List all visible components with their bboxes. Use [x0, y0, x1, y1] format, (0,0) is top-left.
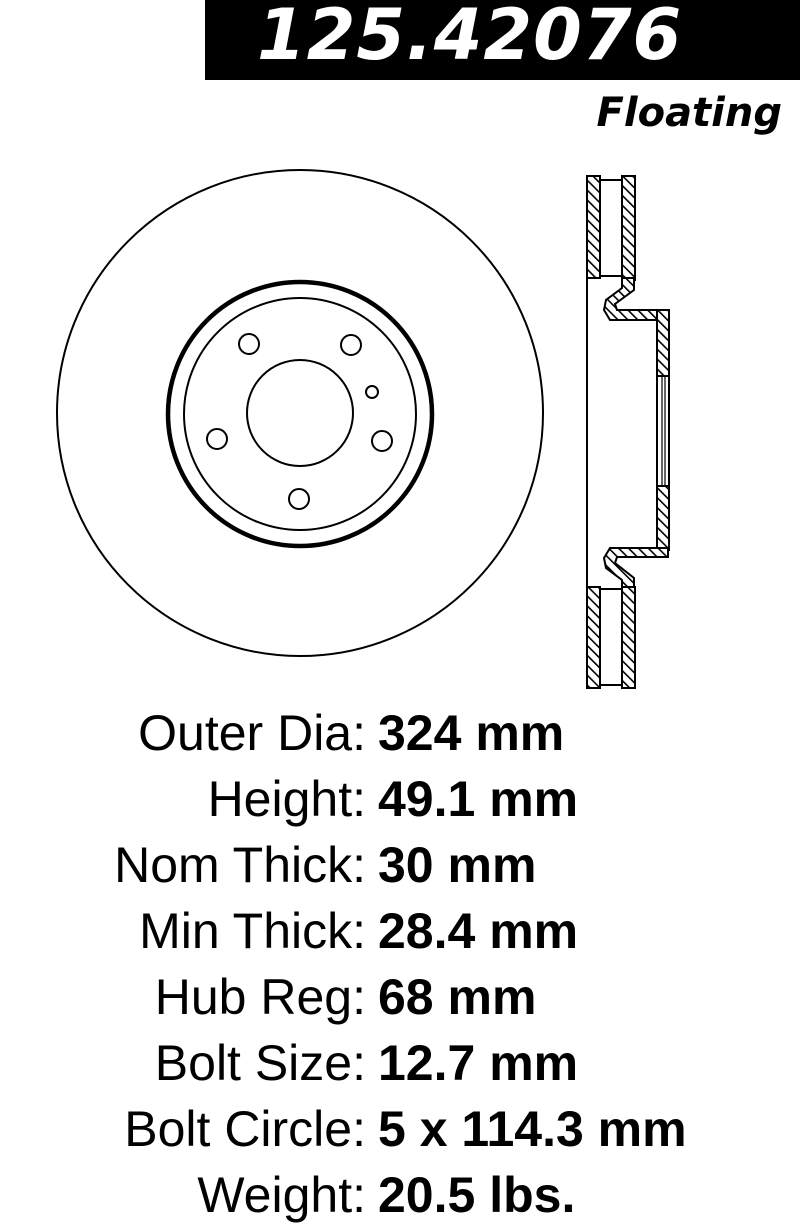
spec-value: 20.5 lbs. [378, 1167, 576, 1223]
spec-value: 28.4 mm [378, 903, 579, 959]
spec-row-weight: Weight: 20.5 lbs. [0, 1162, 800, 1228]
spec-label: Hub Reg: [154, 969, 366, 1025]
spec-label: Bolt Circle: [124, 1101, 366, 1157]
rotor-front-view [56, 169, 544, 657]
center-bore [246, 359, 354, 467]
spec-row-hub-reg: Hub Reg: 68 mm [0, 964, 800, 1030]
locator-hole [365, 385, 379, 399]
bottom-outer-plate [586, 586, 601, 689]
mount-type-label: Floating [596, 90, 782, 136]
bolt-hole [288, 488, 310, 510]
spec-row-nom-thick: Nom Thick: 30 mm [0, 832, 800, 898]
rotor-drawing [56, 169, 670, 689]
spec-value: 68 mm [378, 969, 537, 1025]
spec-row-min-thick: Min Thick: 28.4 mm [0, 898, 800, 964]
spec-value: 5 x 114.3 mm [378, 1101, 687, 1157]
spec-label: Height: [207, 771, 366, 827]
spec-value: 30 mm [378, 837, 537, 893]
spec-row-height: Height: 49.1 mm [0, 766, 800, 832]
bolt-hole [206, 428, 228, 450]
spec-label: Min Thick: [139, 903, 366, 959]
bolt-hole [340, 334, 362, 356]
spec-row-bolt-circle: Bolt Circle: 5 x 114.3 mm [0, 1096, 800, 1162]
spec-label: Bolt Size: [154, 1035, 366, 1091]
bottom-hat-transition [602, 547, 669, 591]
spec-value: 49.1 mm [378, 771, 579, 827]
hat-outer-ring [165, 279, 435, 549]
hat-wall-lower [656, 485, 670, 551]
spec-label: Nom Thick: [114, 837, 366, 893]
rotor-outer-edge [56, 169, 544, 657]
hat-inner-ring [183, 297, 417, 531]
bottom-inner-plate [621, 586, 636, 689]
top-inner-plate [621, 175, 636, 281]
hat-wall-upper [656, 309, 670, 377]
spec-value: 12.7 mm [378, 1035, 579, 1091]
spec-row-outer-dia: Outer Dia: 324 mm [0, 700, 800, 766]
spec-value: 324 mm [378, 705, 565, 761]
bolt-hole [371, 430, 393, 452]
part-number-banner: 125.42076 [205, 0, 800, 80]
spec-label: Weight: [197, 1167, 366, 1223]
bolt-hole [238, 333, 260, 355]
spec-label: Outer Dia: [138, 705, 366, 761]
rotor-side-view [586, 175, 670, 689]
spec-row-bolt-size: Bolt Size: 12.7 mm [0, 1030, 800, 1096]
part-number: 125.42076 [257, 0, 683, 76]
top-outer-plate [586, 175, 601, 279]
